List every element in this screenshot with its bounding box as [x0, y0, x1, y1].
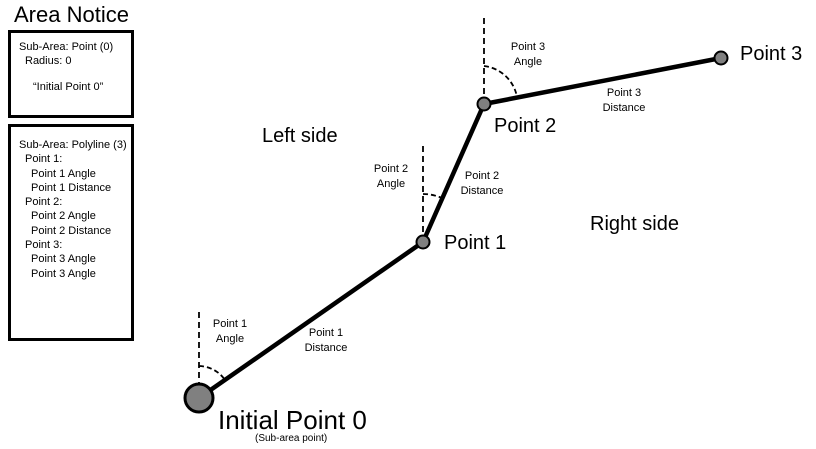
initial-point-label: Initial Point 0	[218, 405, 367, 435]
point-2-angle-label: Point 2 Angle	[373, 163, 409, 190]
radius-text: Radius: 0	[25, 55, 72, 68]
box-heading: Sub-Area: Polyline (3)	[19, 139, 127, 151]
sub-area-point-box: Sub-Area: Point (0) Radius: 0 “Initial P…	[8, 30, 134, 118]
point-1-node	[415, 234, 431, 250]
point-heading: Point 3:	[25, 239, 63, 252]
left-side-label: Left side	[262, 125, 338, 147]
point-2-label: Point 2	[494, 115, 557, 137]
angle-arc	[483, 65, 518, 98]
point-angle-item: Point 2 Angle	[31, 210, 96, 223]
point-name-text: “Initial Point 0”	[33, 80, 104, 93]
point-distance-item: Point 1 Distance	[31, 181, 112, 194]
point-2-distance-label: Point 2 Distance	[460, 170, 504, 197]
point-2-node	[476, 96, 492, 112]
box-heading: Sub-Area: Point (0)	[19, 41, 114, 53]
point-1-distance-label: Point 1 Distance	[304, 327, 348, 354]
point-3-distance-label: Point 3 Distance	[602, 87, 646, 114]
point-angle-item: Point 1 Angle	[31, 167, 96, 180]
right-side-label: Right side	[590, 213, 679, 235]
point-distance-item: Point 3 Angle	[31, 267, 96, 280]
point-3-angle-label: Point 3 Angle	[510, 41, 546, 68]
point-3-node	[713, 50, 729, 66]
area-notice-title: Area Notice	[14, 2, 129, 27]
angle-arc	[198, 365, 226, 381]
angle-arc	[422, 193, 443, 199]
point-3-label: Point 3	[740, 43, 803, 65]
point-angle-item: Point 3 Angle	[31, 253, 96, 266]
initial-point-sublabel: (Sub-area point)	[255, 433, 328, 444]
point-1-angle-label: Point 1 Angle	[212, 318, 248, 345]
point-distance-item: Point 2 Distance	[31, 224, 112, 237]
point-heading: Point 2:	[25, 196, 63, 209]
polyline-path	[196, 55, 724, 401]
initial-point-node	[183, 382, 215, 414]
sub-area-polyline-box: Sub-Area: Polyline (3) Point 1: Point 1 …	[8, 124, 134, 341]
point-1-label: Point 1	[444, 232, 507, 254]
point-heading: Point 1:	[25, 153, 63, 166]
